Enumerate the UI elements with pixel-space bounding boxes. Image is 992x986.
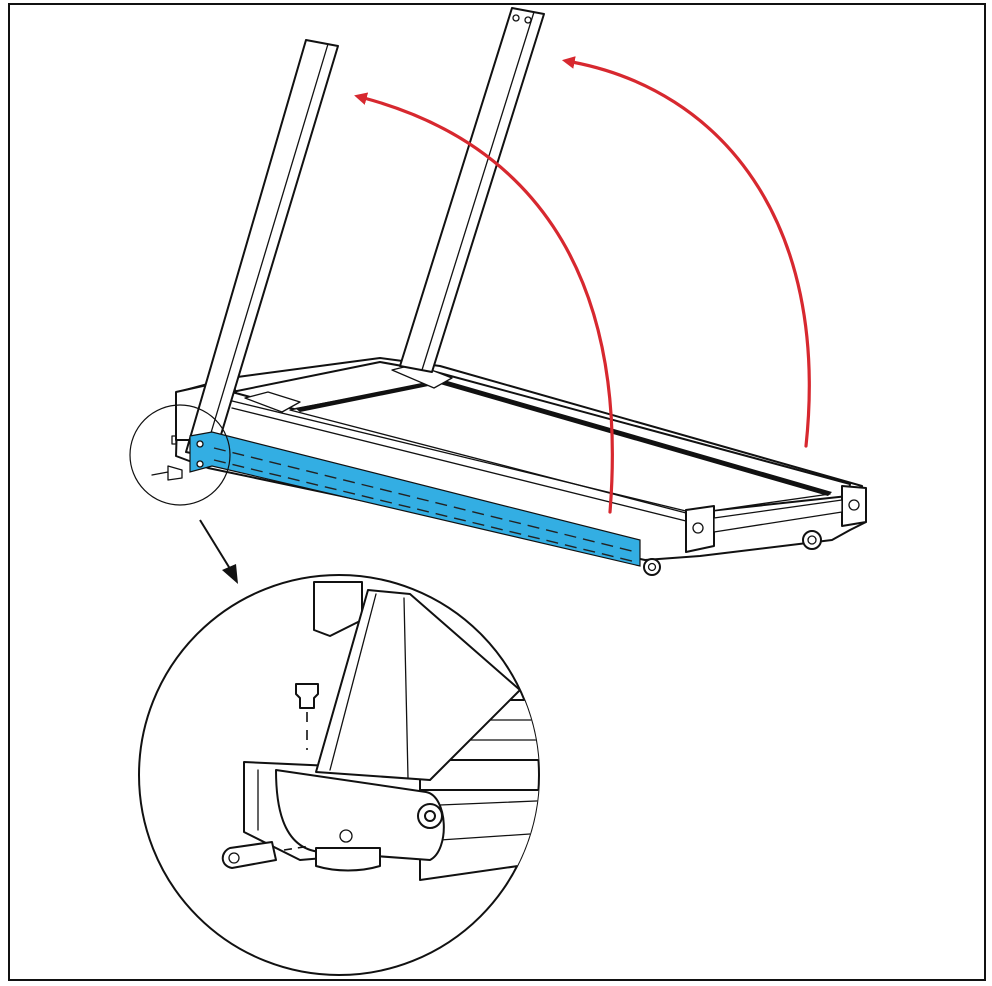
foot-hub	[647, 562, 657, 572]
rear-roller	[713, 499, 843, 533]
zoom-hole	[339, 829, 353, 843]
deck-front-rail-inner	[231, 407, 691, 523]
roller-bolt	[848, 499, 860, 511]
rail-bolt-b	[196, 460, 204, 468]
zoom-foot	[315, 847, 381, 872]
upright-bolt-top-a	[512, 14, 520, 22]
uprights	[185, 7, 545, 459]
callout-screw	[171, 435, 177, 445]
zoom-pin-head	[228, 852, 240, 864]
zoom-pin-path	[283, 845, 311, 851]
belt-edge-right	[440, 380, 832, 496]
figure-border	[8, 3, 986, 981]
highlight-fill	[189, 431, 641, 567]
rotate-up-arrow-icon	[561, 56, 811, 448]
highlighted-side-rail	[189, 431, 641, 567]
rotate-up-arrow-icon	[354, 92, 614, 514]
belt-edge-rear	[295, 380, 448, 412]
end-cap-bolt	[692, 522, 704, 534]
rail-bolt-a	[196, 440, 204, 448]
zoom-detail	[138, 574, 540, 976]
deck-bumper	[244, 391, 301, 413]
zoom-pointer-arrow-icon	[199, 519, 238, 584]
callout-pin	[151, 465, 183, 481]
upright-bolt-top-b	[524, 16, 532, 24]
wheel-hub	[807, 535, 817, 545]
zoom-upright	[315, 589, 521, 781]
right-upright-edge	[421, 11, 535, 371]
zoom-bracket-bolt-core	[424, 810, 436, 822]
zoom-screw	[295, 683, 319, 709]
detail-callout-circle	[129, 404, 231, 506]
hidden-line-bottom	[213, 459, 637, 563]
zoom-side-rail-lines	[439, 799, 539, 841]
zoom-hood	[313, 581, 363, 637]
treadmill-base	[175, 357, 867, 576]
zoom-upright-edges	[329, 593, 409, 779]
hidden-line-top	[213, 447, 637, 553]
deck-front-rail	[227, 399, 691, 513]
left-upright-edge	[203, 43, 329, 457]
